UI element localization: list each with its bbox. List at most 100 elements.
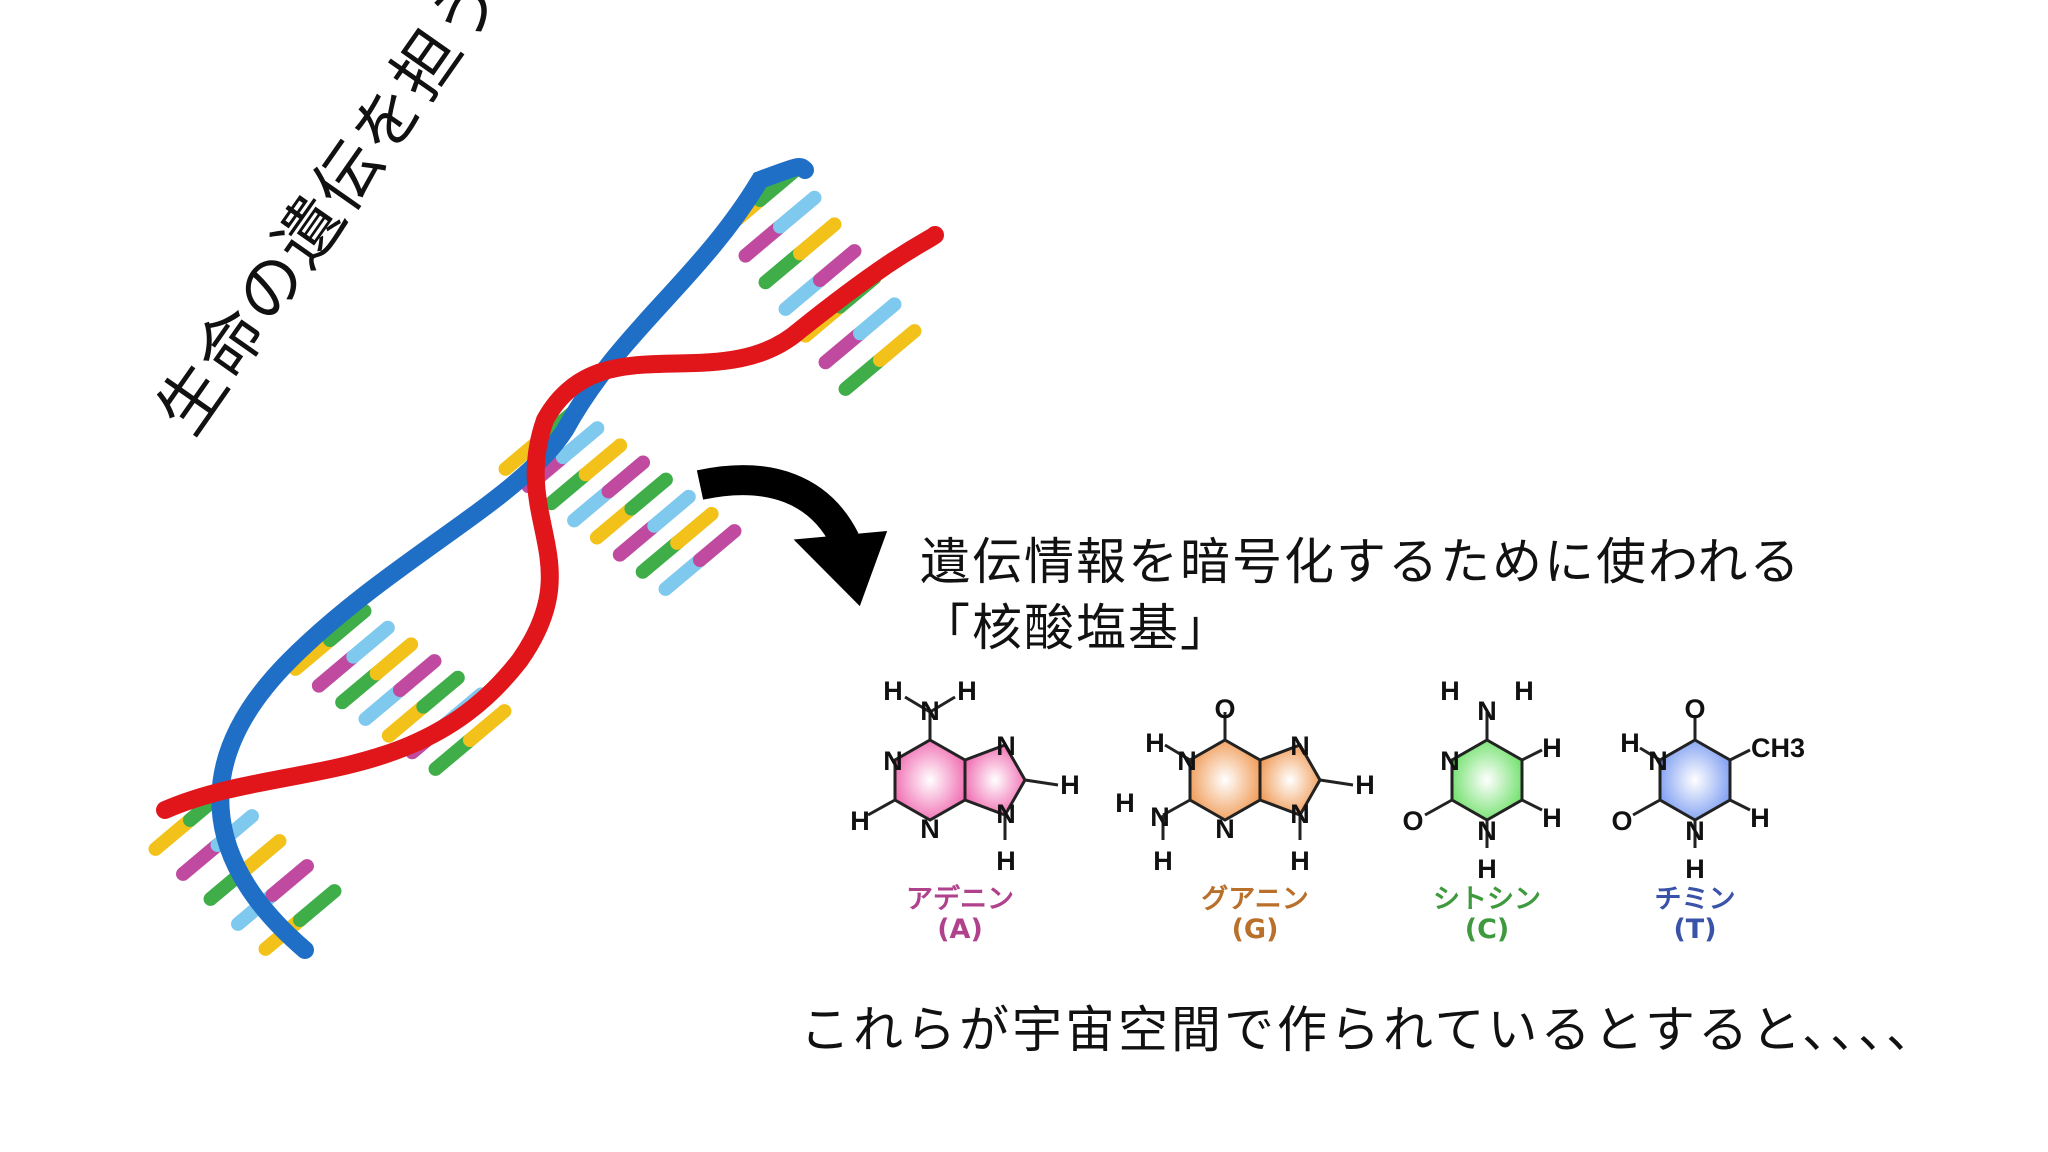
guanine-atom-n: N <box>1215 814 1235 844</box>
dna-rung <box>758 246 807 290</box>
dna-rung <box>463 704 512 747</box>
adenine-atom-h: H <box>850 806 870 836</box>
adenine-atom-h: H <box>957 676 977 706</box>
dna-rung <box>311 649 361 693</box>
dna-red-strand <box>156 226 944 819</box>
cytosine-atom-n: N <box>1477 816 1497 846</box>
dna-rungs <box>148 164 922 956</box>
dna-rung <box>567 484 616 528</box>
dna-rung <box>813 244 862 287</box>
cytosine-atom-h: H <box>1542 733 1562 763</box>
dna-rung <box>148 813 197 856</box>
base-symbol: (C) <box>1464 914 1510 945</box>
guanine-atom-h: H <box>1290 846 1310 876</box>
guanine-atom-o: O <box>1214 694 1235 724</box>
guanine-atom-h: H <box>1145 728 1165 758</box>
dna-rung <box>288 633 337 676</box>
bottom-caption: これらが宇宙空間で作られているとすると、、、、 <box>800 1001 1939 1059</box>
guanine-atom-h: H <box>1355 770 1375 800</box>
base-name: グアニン <box>1201 884 1309 915</box>
adenine-atom-n: N <box>920 814 940 844</box>
curved-arrow <box>696 465 859 548</box>
dna-rung <box>238 834 287 877</box>
cytosine-atom-h: H <box>1542 803 1562 833</box>
base-symbol: (A) <box>937 914 983 945</box>
dna-rung <box>658 553 707 596</box>
dna-rung <box>778 273 827 316</box>
dna-rung <box>578 438 628 482</box>
base-name: アデニン <box>906 884 1014 915</box>
dna-rung <box>416 670 465 714</box>
thymine-atom-n: N <box>1648 746 1668 776</box>
dna-rung <box>612 518 662 562</box>
dna-rung <box>555 421 605 465</box>
guanine-atom-h: H <box>1153 846 1173 876</box>
guanine-atom-n: N <box>1290 731 1310 761</box>
adenine-atom-h: H <box>1060 770 1080 800</box>
cytosine-atom-o: O <box>1402 806 1423 836</box>
thymine-atom-h: H <box>1685 854 1705 884</box>
adenine-structure <box>867 695 1059 840</box>
cytosine-atom-h: H <box>1514 676 1534 706</box>
adenine-atom-h: H <box>996 846 1016 876</box>
dna-rung <box>176 838 225 881</box>
adenine-atom-n: N <box>996 799 1016 829</box>
dna-rung <box>793 217 842 261</box>
dna-rung <box>818 326 867 370</box>
adenine-atom-n: N <box>920 696 940 726</box>
base-name: シトシン <box>1433 884 1541 915</box>
dna-rung <box>838 353 887 396</box>
adenine-atom-n: N <box>996 731 1016 761</box>
dna-rung <box>293 884 342 927</box>
caption-line-1: 遺伝情報を暗号化するために使われる <box>920 533 1802 591</box>
dna-rung <box>265 859 314 902</box>
base-symbol: (G) <box>1231 914 1279 945</box>
guanine-atom-n: N <box>1290 799 1310 829</box>
base-label-guanine: グアニン (G) <box>1165 885 1345 945</box>
arrow-head-icon <box>793 530 888 607</box>
base-label-adenine: アデニン (A) <box>870 885 1050 945</box>
dna-rung <box>346 620 395 664</box>
cytosine-atom-n: N <box>1477 696 1497 726</box>
dna-rung <box>358 683 407 726</box>
thymine-atom-o: O <box>1611 806 1632 836</box>
guanine-atom-h: H <box>1115 788 1135 818</box>
cytosine-atom-n: N <box>1440 746 1460 776</box>
dna-rung <box>693 524 742 567</box>
cytosine-atom-h: H <box>1477 854 1497 884</box>
guanine-structure <box>1161 712 1354 840</box>
dna-rung <box>670 506 719 550</box>
thymine-atom-o: O <box>1684 694 1705 724</box>
caption-line-2: 「核酸塩基」 <box>920 599 1232 657</box>
dna-rung <box>369 637 419 681</box>
thymine-atom-n: N <box>1685 816 1705 846</box>
dna-rung <box>853 297 902 341</box>
base-symbol: (T) <box>1673 914 1717 945</box>
dna-rung <box>647 489 696 533</box>
thymine-atom-h: H <box>1750 803 1770 833</box>
dna-rung <box>544 467 593 511</box>
dna-rung <box>873 324 922 367</box>
dna-rung <box>335 666 384 710</box>
dna-rung <box>393 654 442 697</box>
adenine-atom-n: N <box>883 746 903 776</box>
dna-rung <box>738 219 787 263</box>
dna-rung <box>601 455 651 499</box>
base-name: チミン <box>1654 884 1736 915</box>
base-label-thymine: チミン (T) <box>1605 885 1785 945</box>
guanine-atom-n: N <box>1177 746 1197 776</box>
base-label-cytosine: シトシン (C) <box>1397 885 1577 945</box>
dna-rung <box>635 535 685 579</box>
adenine-atom-h: H <box>883 676 903 706</box>
dna-rung <box>381 699 431 743</box>
dna-rung <box>323 604 372 647</box>
dna-rung <box>428 733 477 776</box>
guanine-atom-n: N <box>1150 802 1170 832</box>
thymine-structure <box>1632 715 1751 848</box>
dna-rung <box>773 190 822 234</box>
cytosine-structure <box>1424 712 1543 848</box>
thymine-atom-ch3: CH3 <box>1751 733 1805 763</box>
cytosine-atom-h: H <box>1440 676 1460 706</box>
